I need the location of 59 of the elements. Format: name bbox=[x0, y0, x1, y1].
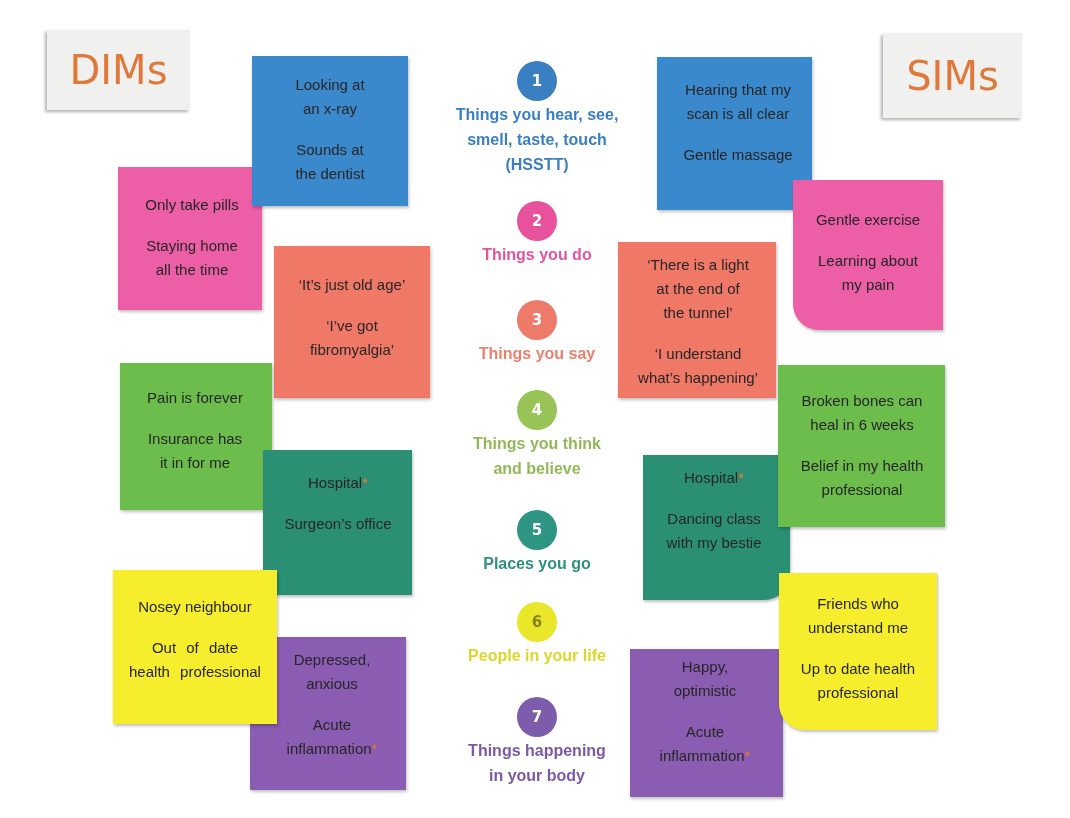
note-text: Friends who understand me bbox=[806, 594, 910, 638]
note-text: Learning about my pain bbox=[816, 251, 920, 295]
note-text: Acute inflammation* bbox=[285, 715, 379, 759]
sticky-note bbox=[618, 242, 776, 398]
sticky-note bbox=[120, 363, 272, 510]
note-text: Nosey neighbour bbox=[137, 597, 253, 617]
paper-card bbox=[883, 33, 1022, 118]
sticky-note bbox=[252, 56, 408, 206]
sticky-note bbox=[263, 450, 412, 595]
sticky-note bbox=[630, 649, 783, 797]
note-text: Belief in my health professional bbox=[799, 456, 925, 500]
note-text: Surgeon’s office bbox=[283, 514, 393, 534]
note-text: ‘There is a light at the end of the tunnel’ bbox=[646, 255, 750, 323]
note-text: ‘It’s just old age’ bbox=[297, 275, 407, 295]
category-label: Things you say bbox=[477, 344, 597, 364]
sticky-note bbox=[274, 246, 430, 398]
step-number: 3 bbox=[517, 300, 557, 340]
category-label: Things you think and believe bbox=[472, 434, 602, 479]
note-text: Up to date health professional bbox=[799, 659, 917, 703]
note-text: Out of date health professional bbox=[128, 638, 262, 682]
note-text: Hospital* bbox=[682, 468, 745, 488]
step-number: 1 bbox=[517, 61, 557, 101]
sticky-note bbox=[657, 57, 812, 210]
note-text: Acute inflammation* bbox=[658, 722, 752, 766]
step-number: 4 bbox=[517, 390, 557, 430]
sticky-note bbox=[793, 180, 943, 330]
note-text: Staying home all the time bbox=[145, 236, 239, 280]
note-text: Broken bones can heal in 6 weeks bbox=[800, 391, 924, 435]
note-text: Pain is forever bbox=[146, 388, 244, 408]
step-number: 2 bbox=[517, 201, 557, 241]
sticky-note bbox=[778, 365, 945, 527]
category-label: Things you do bbox=[481, 245, 593, 265]
sticky-note bbox=[779, 573, 937, 730]
note-text: Sounds at the dentist bbox=[294, 140, 366, 184]
category-label: Places you go bbox=[482, 554, 592, 574]
note-text: Depressed, anxious bbox=[292, 650, 372, 694]
note-text: Looking at an x-ray bbox=[294, 75, 366, 119]
note-text: Gentle exercise bbox=[814, 210, 922, 230]
paper-card bbox=[47, 30, 190, 110]
note-text: ‘I’ve got fibromyalgia’ bbox=[308, 316, 396, 360]
note-text: Insurance has it in for me bbox=[146, 429, 244, 473]
note-text: Only take pills bbox=[144, 195, 240, 215]
step-number: 7 bbox=[517, 697, 557, 737]
step-number: 6 bbox=[517, 602, 557, 642]
note-text: Hearing that my scan is all clear bbox=[684, 80, 792, 124]
sticky-note bbox=[643, 455, 790, 600]
note-text: Hospital* bbox=[306, 473, 369, 493]
note-text: Dancing class with my bestie bbox=[665, 509, 763, 553]
category-label: Things happening in your body bbox=[467, 741, 607, 786]
card-heading: SIMs bbox=[906, 53, 999, 98]
note-text: Gentle massage bbox=[682, 145, 794, 165]
sticky-note bbox=[113, 570, 277, 724]
note-text: ‘I understand what’s happening’ bbox=[637, 344, 759, 388]
note-text: Happy, optimistic bbox=[672, 657, 738, 701]
step-number: 5 bbox=[517, 510, 557, 550]
card-heading: DIMs bbox=[69, 48, 168, 92]
sticky-note bbox=[118, 167, 262, 310]
category-label: Things you hear, see, smell, taste, touch (HSSTT) bbox=[454, 105, 620, 175]
category-label: People in your life bbox=[467, 646, 607, 666]
